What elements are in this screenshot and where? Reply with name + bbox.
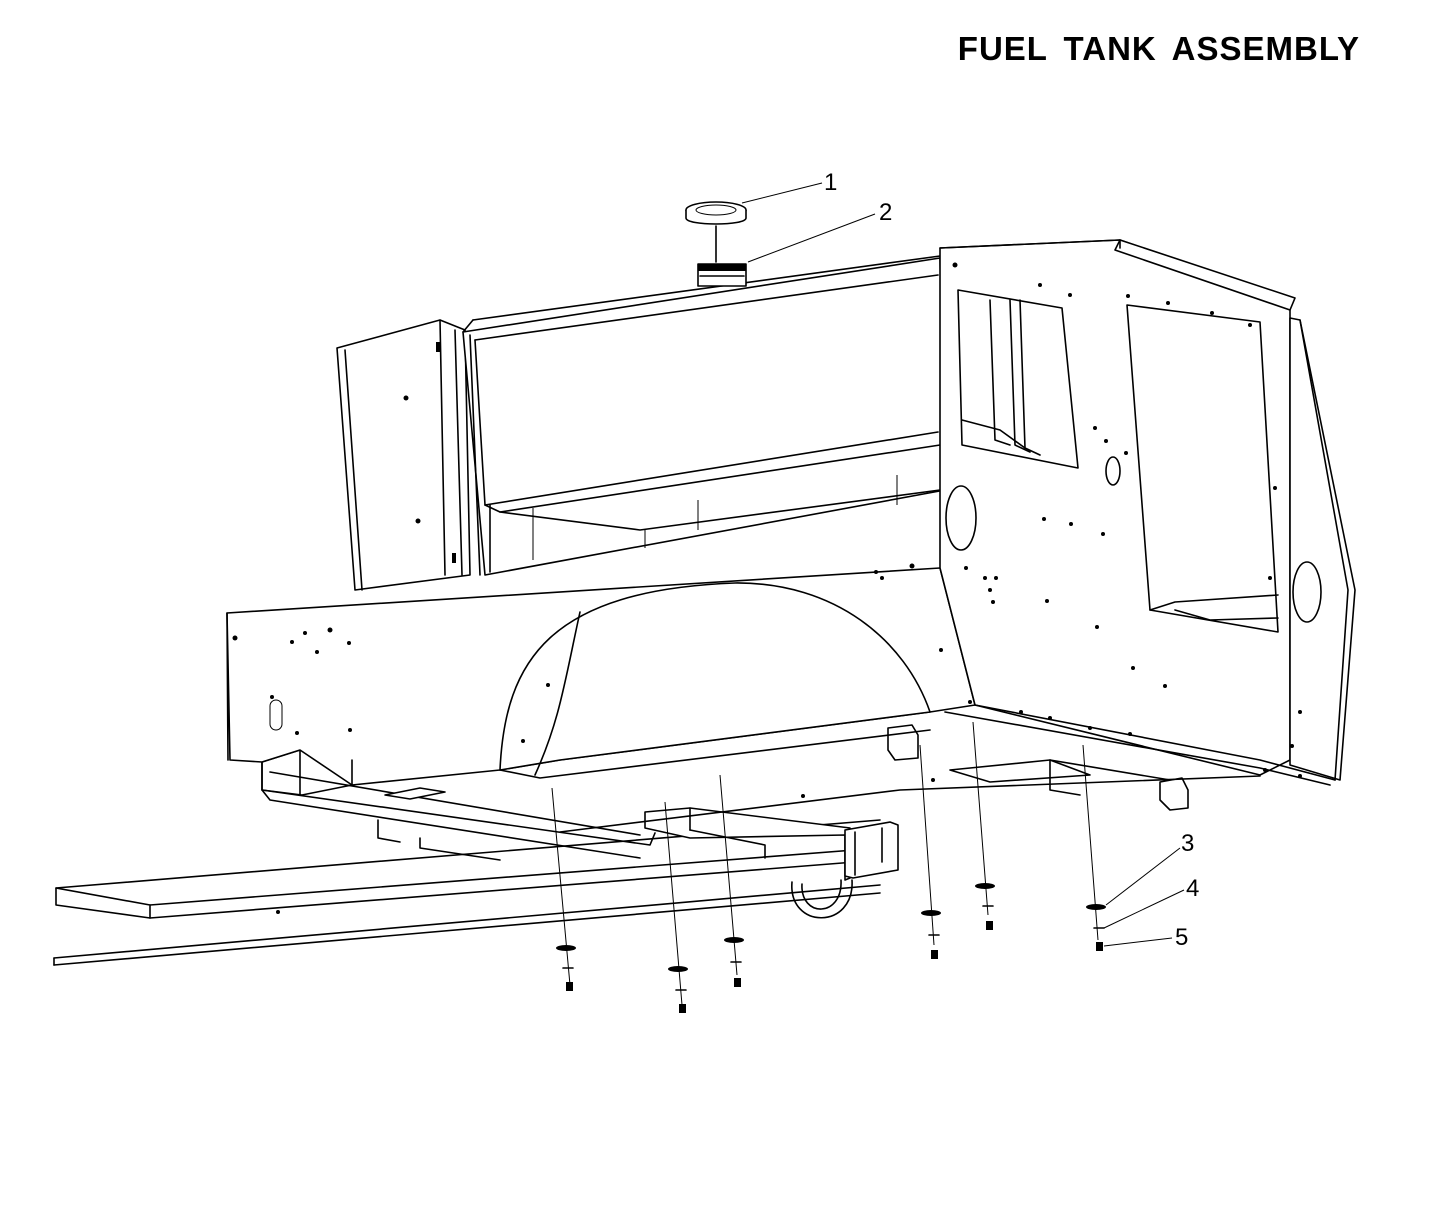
callout-4-label: 4	[1186, 875, 1199, 902]
callout-1: 1	[741, 169, 837, 204]
fuel-tank	[462, 255, 946, 576]
fuel-tank-neck	[697, 263, 747, 287]
wheel-fender	[499, 582, 931, 779]
callout-5-label: 5	[1175, 924, 1188, 951]
fuel-cap	[685, 201, 747, 263]
callout-5: 5	[1103, 924, 1188, 951]
callout-4: 4	[1103, 875, 1199, 929]
fastener-stacks	[551, 721, 1106, 1013]
callout-2: 2	[747, 199, 892, 263]
u-bolt	[791, 879, 853, 919]
callout-3: 3	[1105, 830, 1194, 906]
frame-rail	[53, 819, 881, 966]
callout-1-label: 1	[824, 169, 837, 196]
callout-2-label: 2	[879, 199, 892, 226]
right-cab-body	[939, 239, 1356, 786]
left-upright-panel	[336, 319, 471, 591]
page-title: FUEL TANK ASSEMBLY	[957, 30, 1360, 67]
callout-3-label: 3	[1181, 830, 1194, 857]
